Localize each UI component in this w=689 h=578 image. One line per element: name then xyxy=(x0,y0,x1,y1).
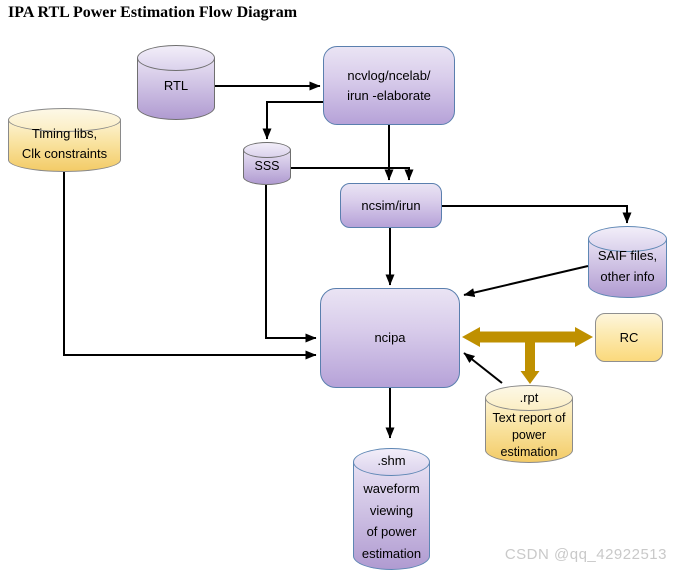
cylinder-top-ellipse xyxy=(8,108,121,132)
cylinder-top-ellipse xyxy=(588,226,667,252)
node-rc-label: RC xyxy=(619,329,639,345)
node-ncvlog-ncelab: ncvlog/ncelab/ irun -elaborate xyxy=(323,46,455,125)
cylinder-top-ellipse xyxy=(243,142,291,158)
page-title: IPA RTL Power Estimation Flow Diagram xyxy=(8,4,298,21)
node-ncipa: ncipa xyxy=(320,288,460,388)
node-rc: RC xyxy=(595,313,663,362)
arrow-saif-to-ncipa xyxy=(463,265,589,297)
arrow-sss-to-ncsim xyxy=(291,167,414,181)
node-ncsim-irun: ncsim/irun xyxy=(340,183,442,228)
arrow-ncsim-to-saif xyxy=(442,205,632,224)
node-shm-title: .shm xyxy=(377,453,406,468)
node-rtl-label: RTL xyxy=(163,78,189,94)
node-ncipa-label: ncipa xyxy=(374,330,406,345)
node-ncvlog-label: ncvlog/ncelab/ irun -elaborate xyxy=(347,67,431,103)
cylinder-top-ellipse xyxy=(137,45,215,71)
arrow-rpt-to-ncipa xyxy=(463,352,503,384)
node-saif-label: SAIF files, other info xyxy=(597,247,658,284)
arrow-timing-to-ncipa xyxy=(63,172,317,360)
node-rpt-label: Text report of power estimation xyxy=(492,410,566,459)
arrow-sss-to-ncipa xyxy=(265,185,317,343)
node-shm-label: waveform viewing of power estimation xyxy=(361,481,422,561)
node-ncsim-label: ncsim/irun xyxy=(361,197,421,213)
node-sss-cylinder: SSS xyxy=(243,142,291,185)
node-rtl-cylinder: RTL xyxy=(137,45,215,120)
node-rpt-cylinder: .rpt Text report of power estimation xyxy=(485,385,573,463)
cylinder-top-ellipse xyxy=(485,385,573,411)
node-timing-libs-cylinder: Timing libs, Clk constraints xyxy=(8,108,121,172)
arrow-ncvlog-to-sss xyxy=(262,101,323,140)
node-sss-label: SSS xyxy=(254,158,280,173)
gold-double-arrow-ncipa-rc xyxy=(462,327,593,347)
gold-branch-arrow-to-rpt xyxy=(520,333,540,384)
node-timing-label: Timing libs, Clk constraints xyxy=(21,125,108,161)
cylinder-body xyxy=(353,462,430,570)
node-rpt-title: .rpt xyxy=(519,389,539,405)
csdn-watermark: CSDN @qq_42922513 xyxy=(504,546,667,563)
node-shm-cylinder: .shm waveform viewing of power estimatio… xyxy=(353,448,430,570)
node-saif-cylinder: SAIF files, other info xyxy=(588,226,667,298)
cylinder-top-ellipse xyxy=(353,448,430,476)
